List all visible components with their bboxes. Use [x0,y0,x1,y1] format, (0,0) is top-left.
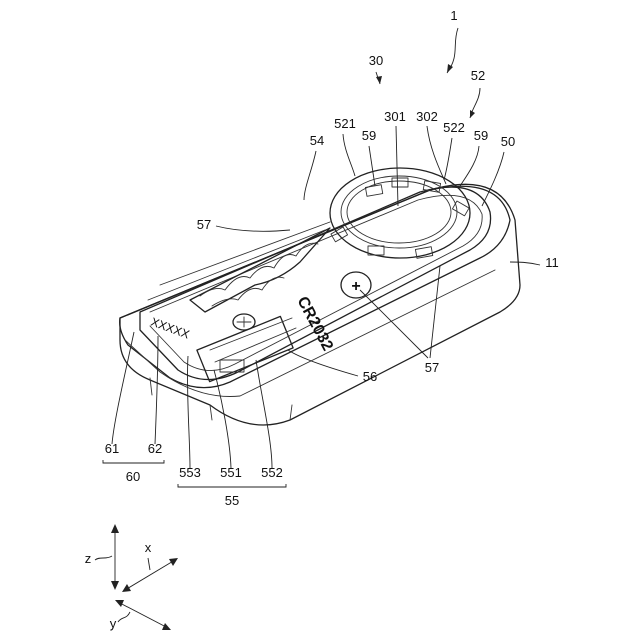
retention-tab [365,185,382,197]
label-59-right: 59 [474,128,488,143]
label-55: 55 [225,493,239,508]
label-52: 52 [471,68,485,83]
label-50: 50 [501,134,515,149]
y-axis-arrow [118,602,168,628]
battery-compartment [330,168,470,258]
x-axis-label: x [145,540,152,555]
label-11: 11 [545,255,559,270]
polarity-mark: + [351,278,360,295]
label-57-lower: 57 [425,360,439,375]
screw-assembly [197,314,296,382]
label-522: 522 [443,120,465,135]
figure-number: 1 [450,8,457,23]
label-59-left: 59 [362,128,376,143]
label-30: 30 [369,53,383,68]
y-axis-label: y [110,616,117,631]
label-302: 302 [416,109,438,124]
x-axis-arrow [125,560,175,590]
retention-tab [392,178,408,187]
label-57-upper: 57 [197,217,211,232]
label-60: 60 [126,469,140,484]
bracket-60 [103,460,164,463]
label-56: 56 [363,369,377,384]
label-301: 301 [384,109,406,124]
z-axis-label: z [85,551,92,566]
code-marking: XXXXX [149,315,191,342]
housing-base [120,184,520,425]
label-54: 54 [310,133,324,148]
axis-triad: z x y [85,524,178,631]
coin-cell [347,181,451,243]
battery-recess-outer [330,168,470,258]
bracket-55 [178,484,286,487]
label-521: 521 [334,116,356,131]
figure-number-arrowhead [447,64,453,73]
